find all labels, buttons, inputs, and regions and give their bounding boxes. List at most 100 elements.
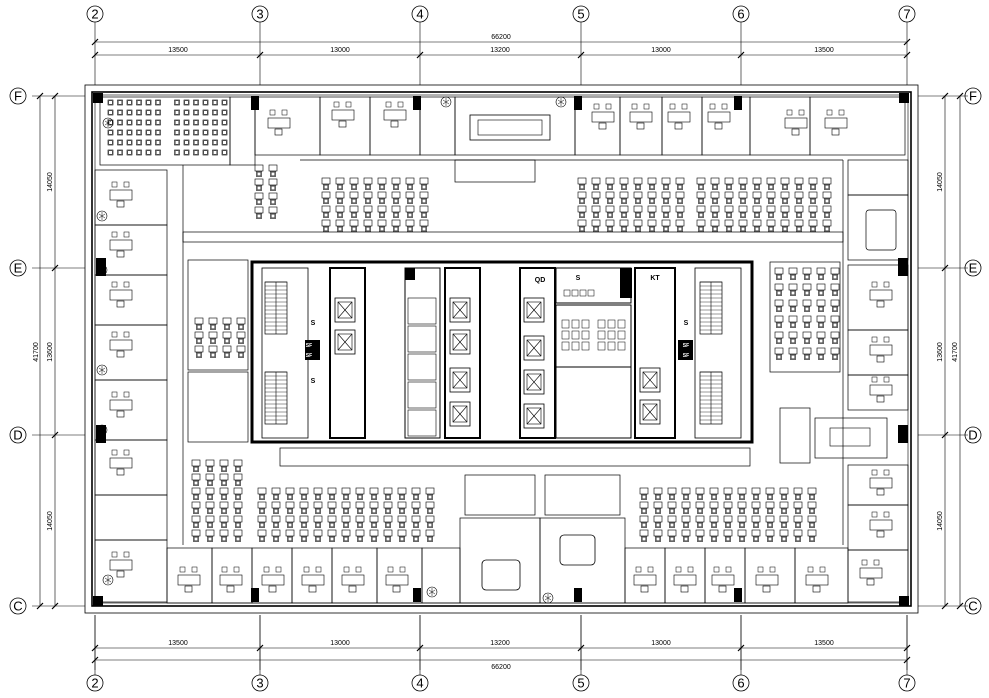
workstation	[766, 177, 776, 190]
workstation	[191, 473, 201, 486]
workstation	[313, 515, 323, 528]
workstation	[383, 515, 393, 528]
workstation	[591, 177, 601, 190]
workstation	[780, 177, 790, 190]
workstation	[653, 501, 663, 514]
workstation	[816, 315, 826, 328]
workstation	[299, 487, 309, 500]
workstation	[271, 501, 281, 514]
workstation	[391, 219, 401, 232]
workstation	[349, 219, 359, 232]
workstation	[233, 515, 243, 528]
workstation	[696, 219, 706, 232]
workstation	[793, 501, 803, 514]
elevator-car	[523, 403, 545, 429]
workstation	[681, 515, 691, 528]
right-span-dim: 14050	[937, 511, 944, 531]
training-seat	[155, 99, 161, 106]
toilet-stall	[571, 330, 580, 340]
right-dimension-chain	[918, 92, 968, 610]
workstation	[208, 317, 218, 330]
top-span-dim: 13000	[330, 47, 350, 54]
core-label-qd: QD	[535, 277, 546, 284]
training-seat	[117, 119, 123, 126]
grid-bubble: D	[9, 426, 27, 444]
training-seat	[193, 109, 199, 116]
workstation	[191, 529, 201, 542]
grid-bubble-label: 7	[903, 7, 910, 22]
workstation	[667, 487, 677, 500]
workstation	[405, 219, 415, 232]
workstation	[355, 487, 365, 500]
workstation	[681, 501, 691, 514]
workstation	[738, 177, 748, 190]
workstation	[653, 487, 663, 500]
left-span-dim: 14050	[47, 172, 54, 192]
elevator-car	[523, 369, 545, 395]
workstation	[661, 191, 671, 204]
workstation	[205, 459, 215, 472]
workstation	[751, 501, 761, 514]
elevator-shafts	[334, 297, 661, 437]
workstation	[377, 219, 387, 232]
elevator-car	[449, 329, 471, 355]
elevator-car	[523, 335, 545, 361]
training-seat	[117, 109, 123, 116]
workstation	[335, 219, 345, 232]
workstation	[219, 529, 229, 542]
training-seat	[202, 119, 209, 126]
workstation	[802, 315, 812, 328]
workstation	[807, 515, 817, 528]
building-outline	[84, 84, 919, 614]
bottom-span-dim: 13000	[330, 640, 350, 647]
training-seat	[183, 139, 190, 146]
grid-bubble: 5	[572, 5, 590, 23]
workstation	[737, 515, 747, 528]
workstation	[419, 177, 429, 190]
workstation	[751, 487, 761, 500]
workstation	[723, 529, 733, 542]
training-seat	[202, 129, 209, 136]
workstation	[788, 267, 798, 280]
workstation	[794, 205, 804, 218]
training-seat	[202, 99, 209, 106]
workstation	[710, 177, 720, 190]
workstation	[793, 487, 803, 500]
workstation	[822, 205, 832, 218]
grid-bubble-label: 6	[737, 676, 744, 691]
elevator-car	[334, 297, 356, 323]
right-span-dim: 14050	[937, 172, 944, 192]
workstation	[397, 515, 407, 528]
sink	[587, 289, 595, 297]
grid-bubble: 3	[251, 674, 269, 692]
workstation	[605, 205, 615, 218]
workstation	[285, 487, 295, 500]
workstation	[724, 219, 734, 232]
workstation	[793, 529, 803, 542]
workstation	[639, 515, 649, 528]
top-span-dim: 13500	[814, 47, 834, 54]
grid-bubble-label: C	[968, 599, 977, 614]
workstation	[222, 345, 232, 358]
workstation	[271, 515, 281, 528]
workstation	[830, 267, 840, 280]
right-total-dim: 41700	[952, 342, 959, 362]
workstation	[349, 205, 359, 218]
training-seat	[193, 119, 199, 126]
workstation	[710, 205, 720, 218]
grid-bubble-label: 4	[416, 676, 423, 691]
workstation	[619, 177, 629, 190]
workstation	[766, 205, 776, 218]
elevator-car	[334, 329, 356, 355]
north-office-furniture	[102, 96, 848, 141]
workstation	[780, 191, 790, 204]
workstation	[363, 177, 373, 190]
workstation	[737, 501, 747, 514]
workstation	[383, 487, 393, 500]
workstation	[774, 283, 784, 296]
training-seat	[145, 149, 152, 156]
toilet-stall	[561, 341, 570, 351]
workstation	[219, 473, 229, 486]
workstation	[779, 529, 789, 542]
